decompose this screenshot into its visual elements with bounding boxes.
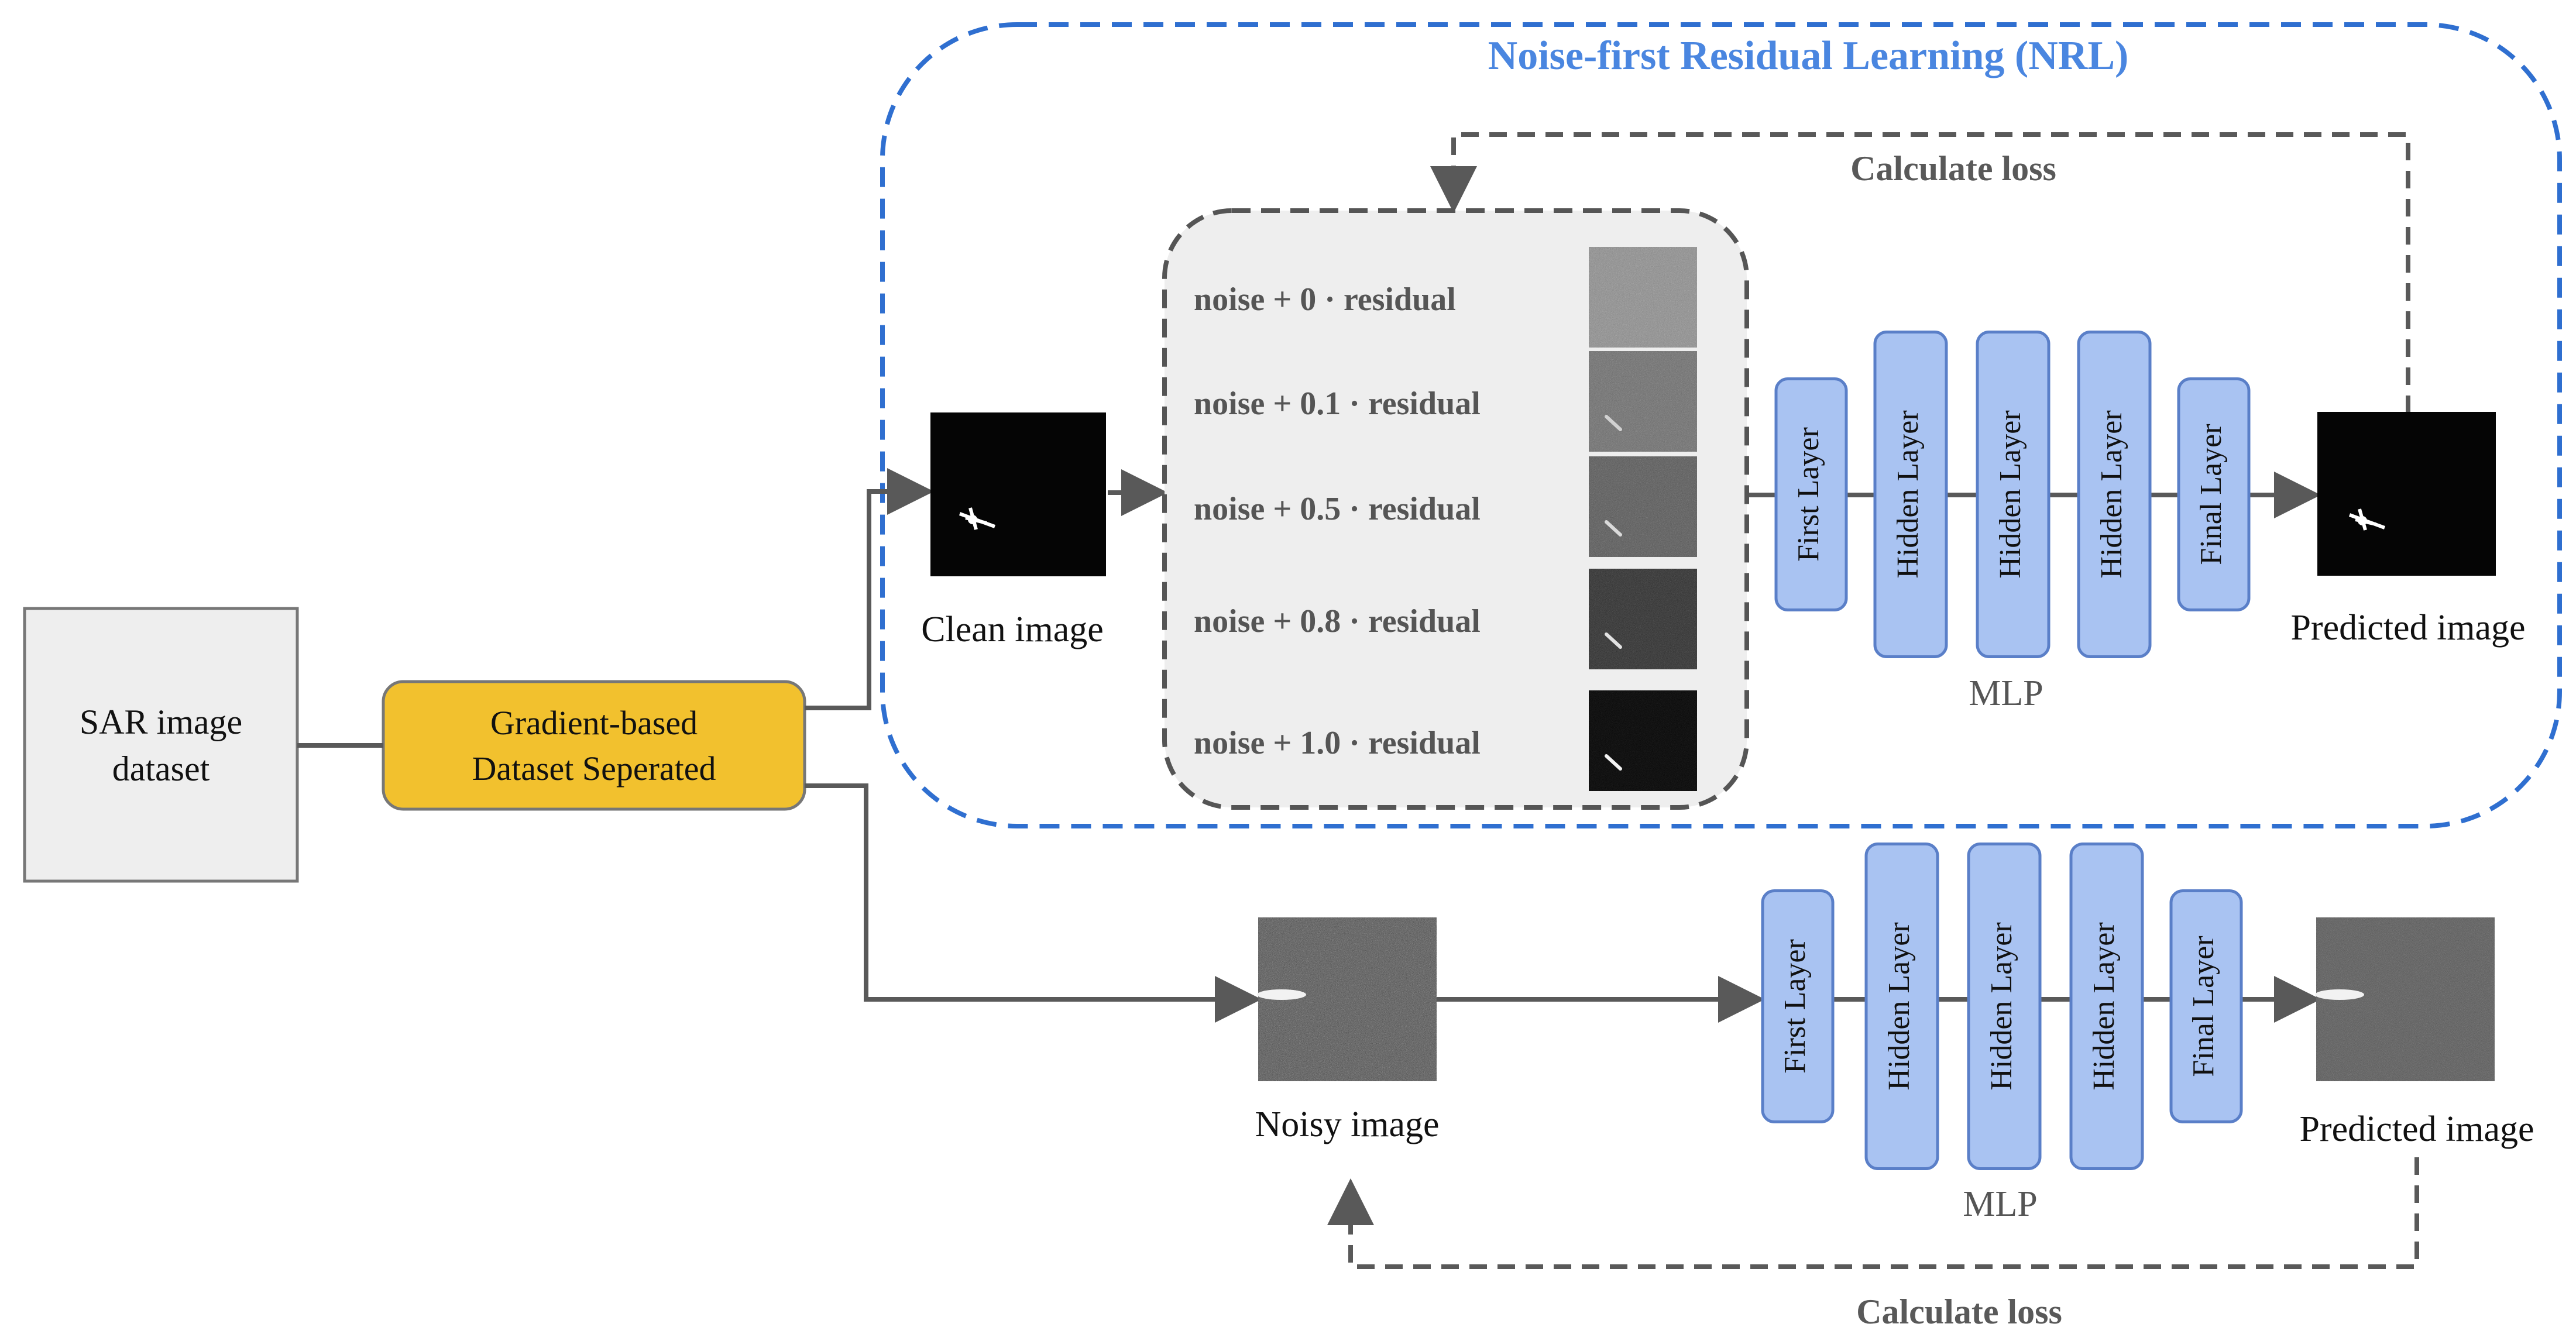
mlp-layer-label: Final Layer (2194, 424, 2228, 565)
mlp-layer-label: Hidden Layer (2087, 922, 2121, 1090)
mlp-layer-label: Hidden Layer (2095, 410, 2128, 578)
mlp-layer-label: Hidden Layer (1994, 410, 2027, 578)
mlp-layer-label: Final Layer (2187, 936, 2220, 1077)
mlp-layer-hidden: Hidden Layer (1873, 331, 1948, 658)
bottom-loss-loop (1327, 1157, 2419, 1269)
noise-row-thumbnail (1589, 569, 1697, 669)
separator-to-clean-line (805, 468, 934, 710)
mlp-layer-label: First Layer (1792, 427, 1825, 562)
bottom-predicted-label: Predicted image (2299, 1109, 2534, 1149)
separator-label-line1: Gradient-based (490, 704, 698, 742)
top-mlp-label: MLP (1969, 673, 2043, 713)
noise-row-label: noise + 0.8 · residual (1194, 603, 1481, 639)
sar-dataset-box: SAR image dataset (23, 607, 299, 883)
separator-to-noisy-line (805, 783, 1262, 1023)
mlp-layer-hidden: Hidden Layer (2069, 843, 2144, 1170)
top-mlp: First Layer Hidden Layer Hidden Layer Hidde… (1774, 331, 2251, 658)
mlp-layer-hidden: Hidden Layer (2077, 331, 2152, 658)
noise-row-thumbnail (1589, 690, 1697, 791)
mlp-layer-final: Final Layer (2177, 377, 2251, 611)
mlp-layer-hidden: Hidden Layer (1976, 331, 2051, 658)
mlp-layer-hidden: Hidden Layer (1967, 843, 2042, 1170)
mlp-layer-hidden: Hidden Layer (1864, 843, 1939, 1170)
noise-row-label: noise + 0.1 · residual (1194, 386, 1481, 422)
mlp-layer-label: First Layer (1778, 939, 1812, 1074)
mlp-layer-final: Final Layer (2169, 889, 2243, 1123)
bottom-predicted-image (2315, 917, 2495, 1081)
noise-row-thumbnail (1589, 247, 1697, 348)
top-calc-loss-label: Calculate loss (1850, 149, 2056, 188)
noise-row-label: noise + 0.5 · residual (1194, 491, 1481, 527)
noise-row-thumbnail (1589, 351, 1697, 452)
dataset-label-line2: dataset (112, 749, 210, 788)
nrl-region (880, 22, 2562, 828)
noise-row-label: noise + 0 · residual (1194, 281, 1456, 318)
top-predicted-label: Predicted image (2290, 608, 2525, 648)
dataset-label-line1: SAR image (80, 703, 242, 741)
mlp-layer-first: First Layer (1761, 889, 1835, 1123)
top-predicted-image (2317, 412, 2496, 576)
noise-rows: noise + 0 · residual noise + 0.1 · residu… (1194, 247, 1697, 791)
bottom-mlp-label: MLP (1963, 1184, 2037, 1224)
separator-label-line2: Dataset Seperated (472, 749, 716, 788)
bottom-calc-loss-label: Calculate loss (1856, 1292, 2062, 1331)
noise-row-label: noise + 1.0 · residual (1194, 725, 1481, 761)
bottom-mlp: First Layer Hidden Layer Hidden Layer Hidde… (1761, 843, 2243, 1170)
nrl-title: Noise-first Residual Learning (NRL) (1488, 33, 2129, 78)
noisy-image-label: Noisy image (1255, 1105, 1439, 1144)
clean-image (930, 412, 1106, 576)
noisy-image (1257, 917, 1437, 1081)
mlp-layer-label: Hidden Layer (1891, 410, 1925, 578)
mlp-layer-label: Hidden Layer (1883, 922, 1916, 1090)
gradient-separator-box: Gradient-based Dataset Seperated (382, 680, 806, 811)
top-loss-loop (1430, 132, 2410, 413)
loss-loops (1327, 132, 2419, 1269)
clean-image-label: Clean image (921, 610, 1104, 649)
mlp-layer-first: First Layer (1774, 377, 1848, 611)
noise-row-thumbnail (1589, 456, 1697, 557)
mlp-layer-label: Hidden Layer (1985, 922, 2018, 1090)
